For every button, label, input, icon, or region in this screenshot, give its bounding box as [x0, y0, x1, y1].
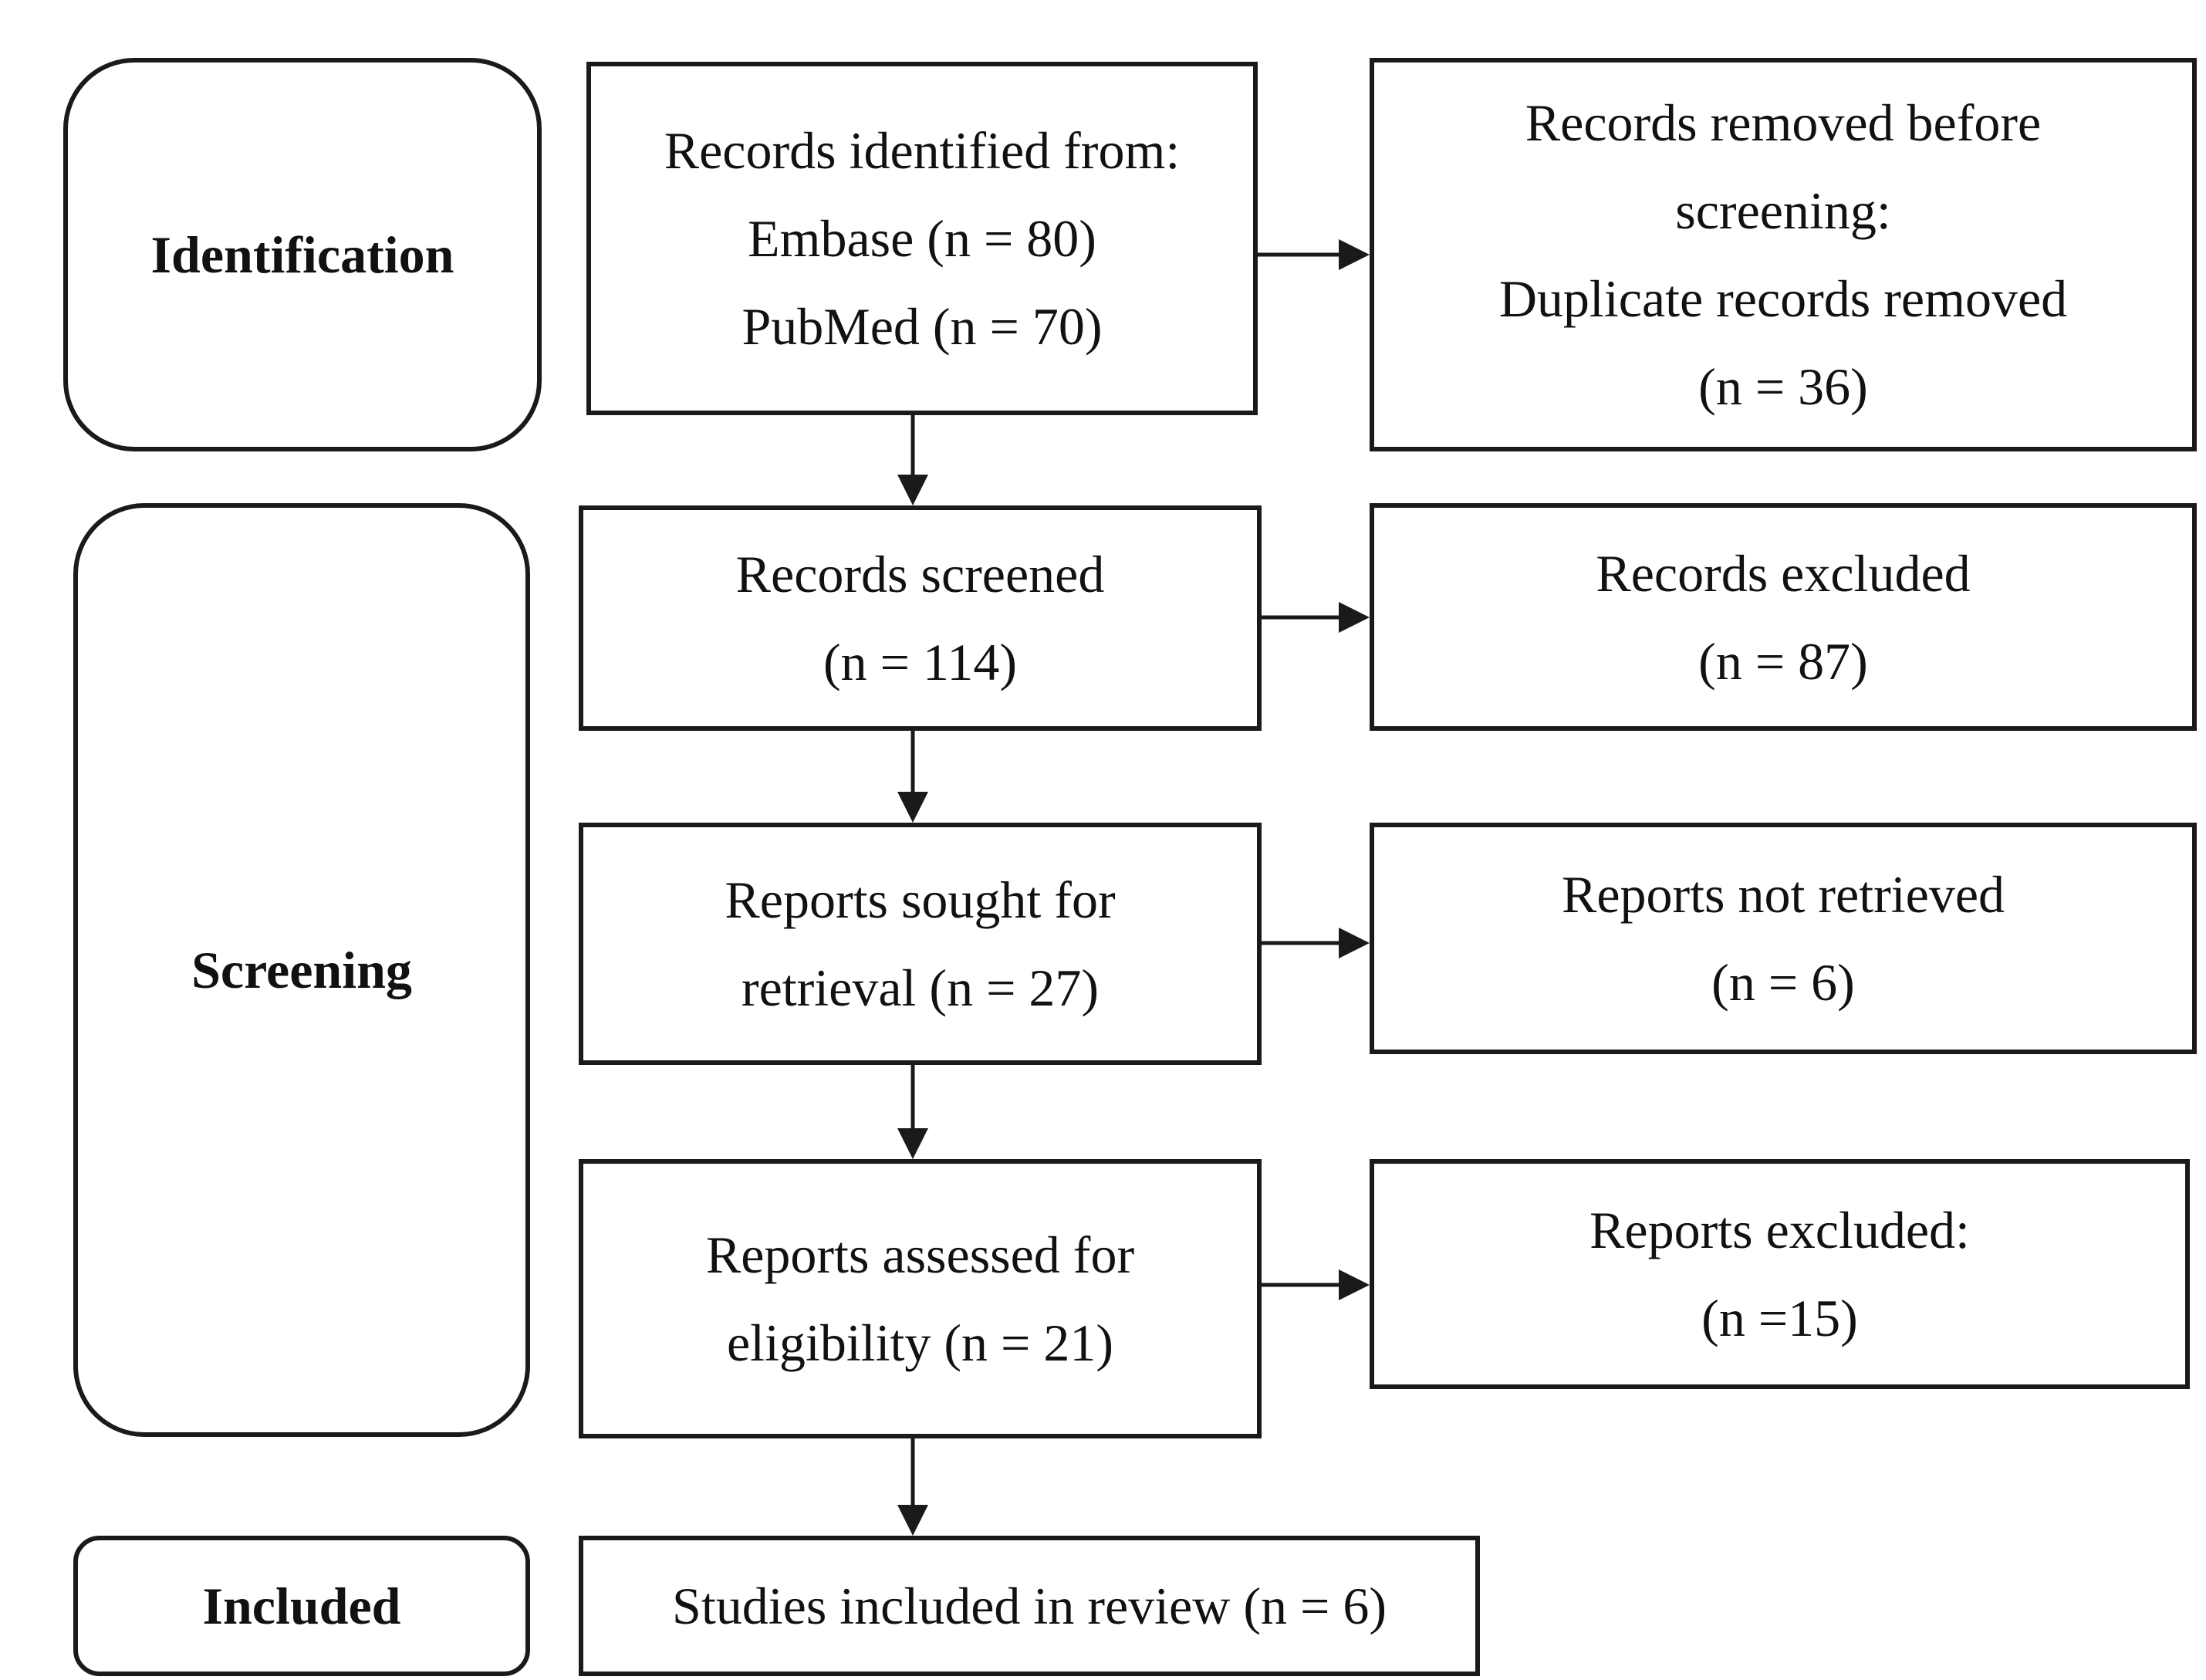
records-identified-line-2: Embase (n = 80)	[748, 209, 1096, 268]
stage-screening: Screening	[73, 503, 530, 1437]
records-removed-line-4: (n = 36)	[1698, 357, 1868, 416]
records-excluded-box: Records excluded (n = 87)	[1370, 503, 2197, 731]
arrowhead-screened-to-excluded	[1339, 602, 1370, 633]
studies-included-line-1: Studies included in review (n = 6)	[672, 1577, 1387, 1635]
records-excluded-line-1: Records excluded	[1596, 543, 1971, 603]
records-removed-line-2: screening:	[1675, 181, 1891, 240]
reports-assessed-line-2: eligibility (n = 21)	[726, 1313, 1114, 1372]
reports-assessed-line-1: Reports assessed for	[705, 1225, 1135, 1284]
records-removed-line-3: Duplicate records removed	[1498, 269, 2068, 328]
arrowhead-assessed-to-excluded	[1339, 1269, 1370, 1300]
records-identified-line-3: PubMed (n = 70)	[742, 297, 1103, 356]
reports-excluded-box: Reports excluded: (n =15)	[1370, 1159, 2190, 1389]
records-excluded-line-2: (n = 87)	[1698, 631, 1868, 691]
records-identified-box: Records identified from: Embase (n = 80)…	[586, 62, 1258, 415]
stage-identification-label: Identification	[150, 225, 454, 284]
stage-included-label: Included	[202, 1576, 401, 1635]
reports-not-retrieved-line-1: Reports not retrieved	[1561, 865, 2005, 924]
arrowhead-assessed-to-included	[897, 1505, 928, 1536]
arrowhead-identified-to-removed	[1339, 239, 1370, 270]
reports-sought-line-1: Reports sought for	[725, 870, 1116, 929]
reports-assessed-box: Reports assessed for eligibility (n = 21…	[579, 1159, 1262, 1438]
reports-sought-line-2: retrieval (n = 27)	[741, 958, 1100, 1017]
reports-not-retrieved-box: Reports not retrieved (n = 6)	[1370, 823, 2197, 1054]
records-removed-box: Records removed before screening: Duplic…	[1370, 58, 2197, 451]
reports-not-retrieved-line-2: (n = 6)	[1711, 953, 1855, 1012]
records-identified-line-1: Records identified from:	[664, 121, 1181, 180]
records-screened-line-2: (n = 114)	[823, 633, 1018, 691]
arrowhead-sought-to-assessed	[897, 1128, 928, 1159]
reports-sought-box: Reports sought for retrieval (n = 27)	[579, 823, 1262, 1065]
records-screened-box: Records screened (n = 114)	[579, 505, 1262, 731]
arrowhead-screened-to-sought	[897, 792, 928, 823]
reports-excluded-line-2: (n =15)	[1701, 1289, 1858, 1347]
records-screened-line-1: Records screened	[735, 545, 1105, 603]
stage-screening-label: Screening	[191, 940, 412, 999]
studies-included-box: Studies included in review (n = 6)	[579, 1536, 1480, 1676]
records-removed-line-1: Records removed before	[1525, 93, 2042, 152]
stage-identification: Identification	[63, 58, 542, 451]
reports-excluded-line-1: Reports excluded:	[1589, 1201, 1970, 1259]
arrowhead-sought-to-not-retrieved	[1339, 928, 1370, 958]
arrowhead-identified-to-screened	[897, 475, 928, 505]
stage-included: Included	[73, 1536, 530, 1676]
